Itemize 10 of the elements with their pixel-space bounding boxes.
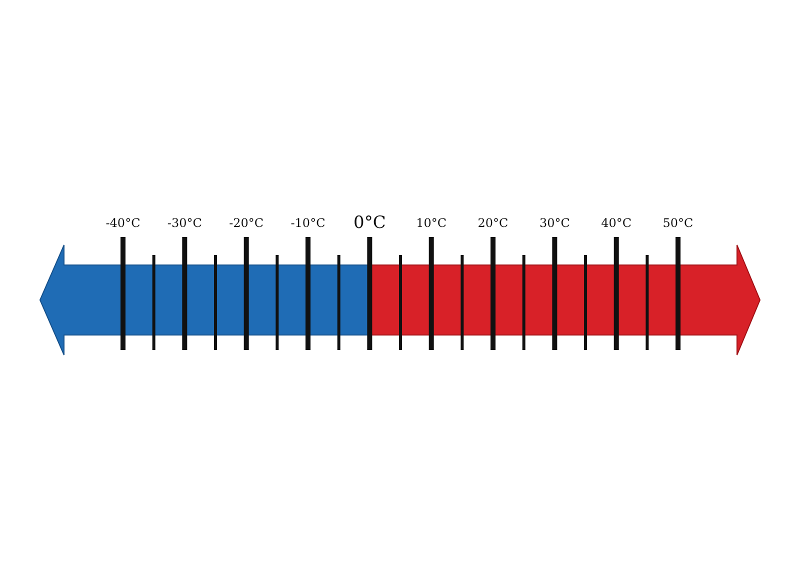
temperature-label: 30°C [539, 216, 570, 230]
temperature-label: -10°C [290, 216, 326, 230]
temperature-label: -20°C [229, 216, 264, 230]
temperature-label: -30°C [167, 216, 202, 230]
temperature-label: 10°C [416, 216, 447, 230]
temperature-label: 40°C [601, 216, 632, 230]
temperature-label: 0°C [354, 214, 386, 232]
temperature-label: 20°C [478, 216, 508, 230]
temperature-label: -40°C [106, 216, 140, 230]
temperature-label: 50°C [662, 216, 694, 230]
